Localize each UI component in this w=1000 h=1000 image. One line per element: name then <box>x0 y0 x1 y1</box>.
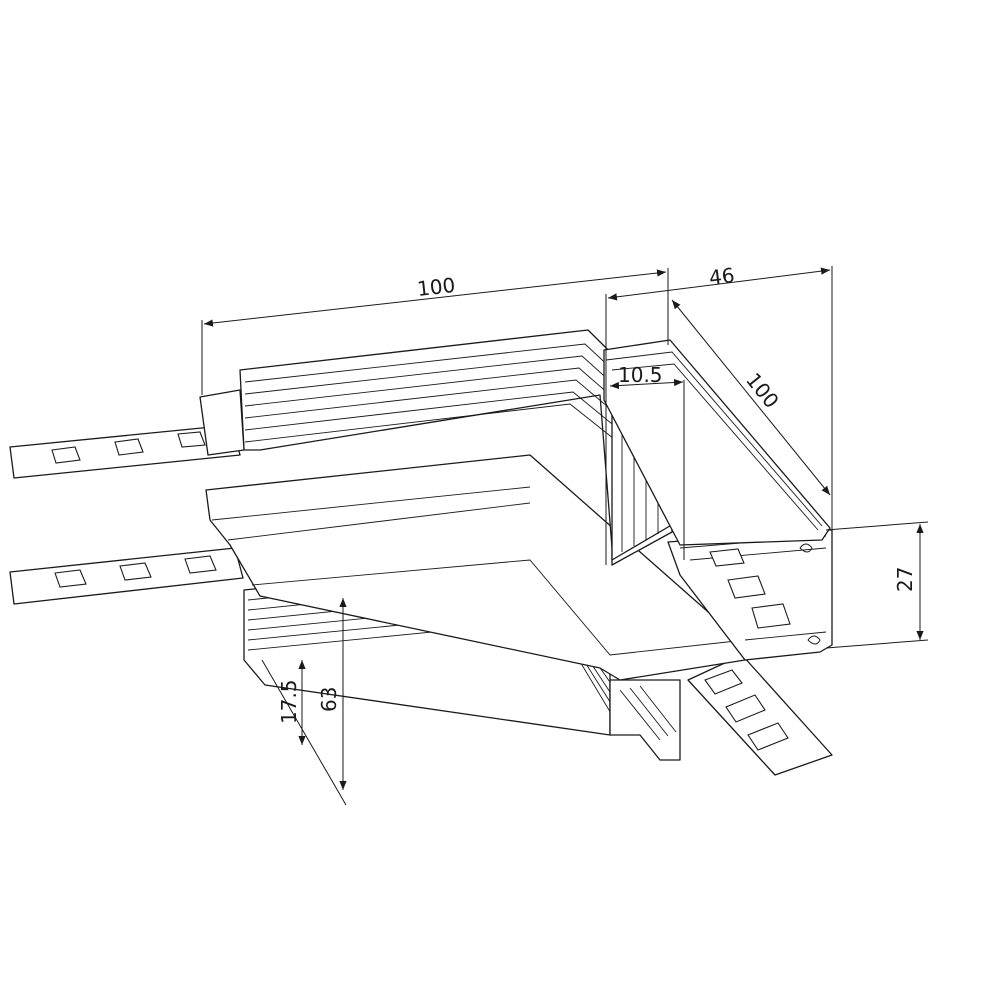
dim-width-right-label: 46 <box>708 263 736 290</box>
dimension-length-top: 100 <box>201 268 669 395</box>
right-lower-tab <box>687 654 833 776</box>
dimension-channel-width: 10.5 <box>609 363 685 560</box>
upper-tab-slots <box>51 431 206 464</box>
dim-channel-width-label: 10.5 <box>618 363 663 387</box>
dim-height-right-label: 27 <box>893 567 917 592</box>
right-profile-end <box>667 529 833 661</box>
right-tab-slots <box>704 669 789 751</box>
dim-length-right-label: 100 <box>741 368 784 413</box>
dimension-flange-depth: 17.5 <box>261 659 347 806</box>
dim-flange-depth-label: 17.5 <box>277 679 301 724</box>
dim-total-height-label: 63 <box>317 687 341 712</box>
dimension-width-right: 46 <box>605 263 833 565</box>
dim-length-top-label: 100 <box>416 273 457 301</box>
right-end-slots <box>709 548 791 629</box>
lower-tab-slots <box>54 555 217 588</box>
lower-vertical-fins <box>619 685 677 741</box>
left-lower-tab <box>9 547 244 605</box>
left-upper-tab <box>9 424 241 479</box>
dimension-height-right: 27 <box>825 521 929 649</box>
dimension-total-height: 63 <box>317 598 347 790</box>
